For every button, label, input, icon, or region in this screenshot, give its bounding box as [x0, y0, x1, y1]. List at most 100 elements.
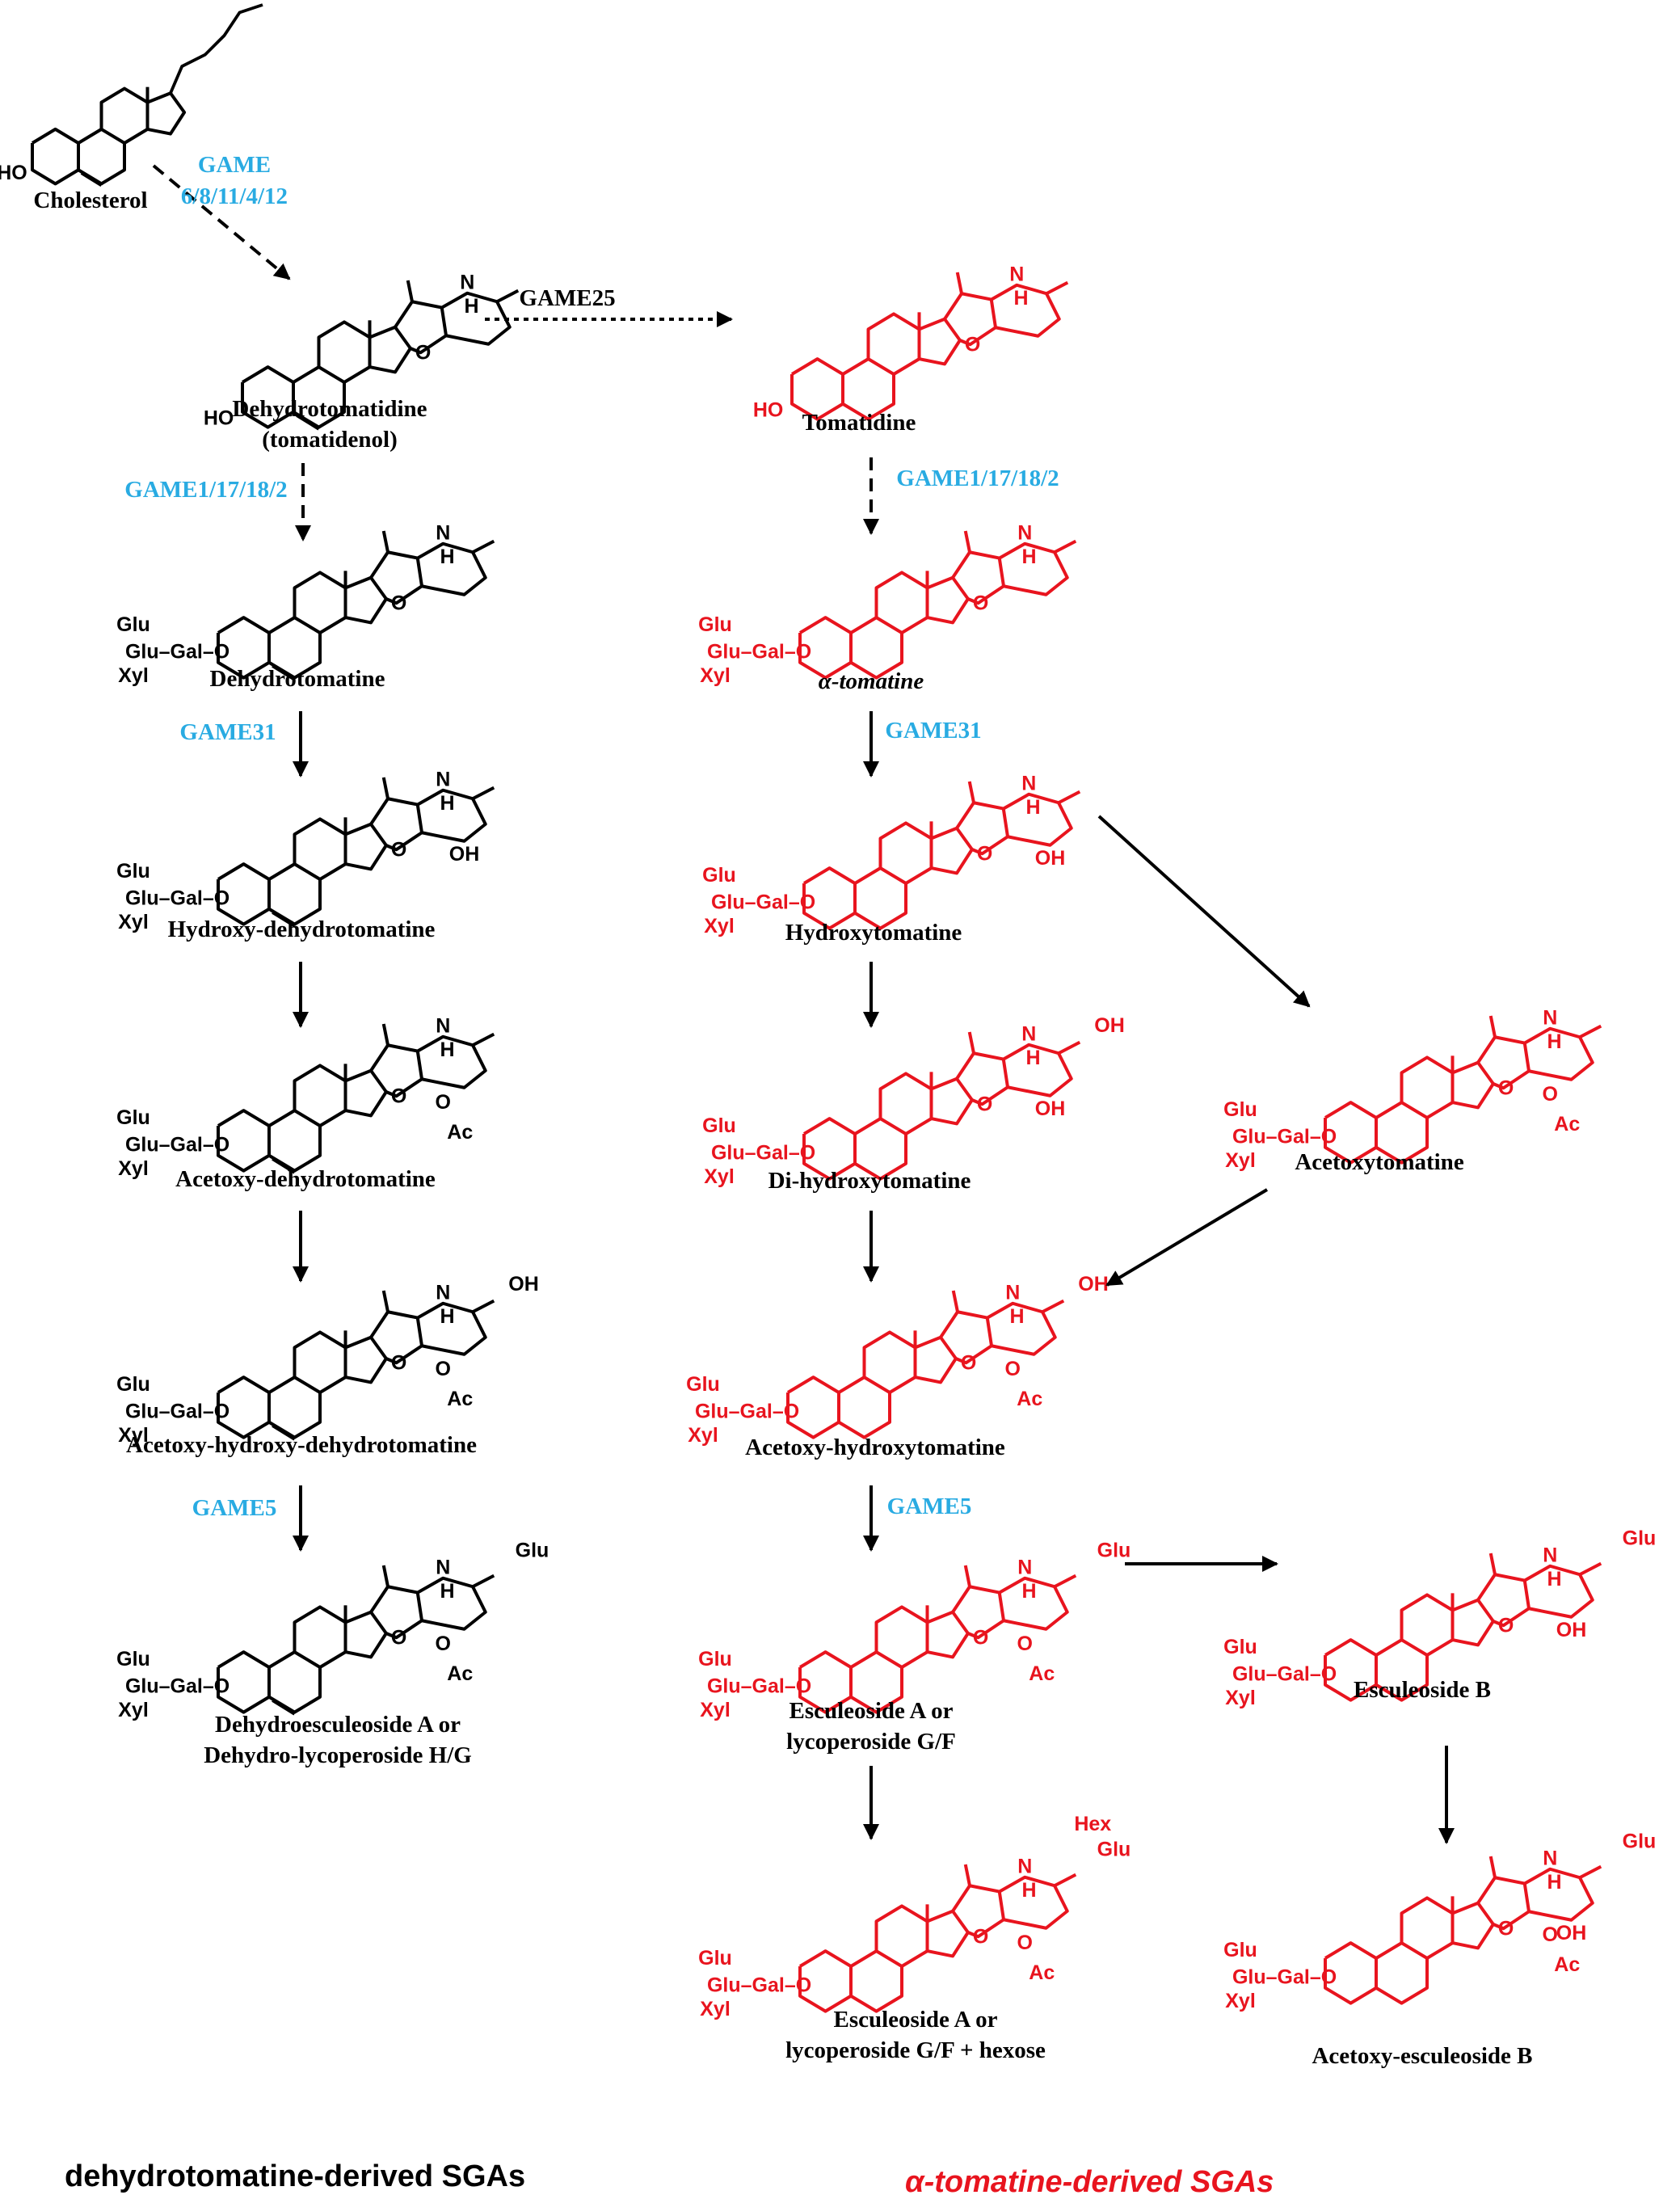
- compound-name-dehydroesculeoside-1: Dehydroesculeoside A or: [215, 1712, 461, 1738]
- molecule-acetoxy-esculeoside-b-n-label: N: [1543, 1847, 1557, 1870]
- molecule-dehydrotomatine: [217, 530, 495, 681]
- molecule-hydroxy-dehydrotomatine-sugar-xyl: Xyl: [118, 911, 149, 933]
- molecule-tomatidine-h-label: H: [1013, 287, 1028, 310]
- compound-name-acetoxy-esculeoside-b: Acetoxy-esculeoside B: [1312, 2043, 1532, 2069]
- compound-name-hydroxytomatine: Hydroxytomatine: [785, 920, 962, 946]
- molecule-acetoxy-esculeoside-b-oac-o-label: O: [1543, 1923, 1558, 1946]
- molecule-esculeoside-a-ac-label: Ac: [1029, 1662, 1055, 1685]
- molecule-alpha-tomatine-sugar-chain: Glu–Gal–O: [707, 641, 811, 664]
- molecule-acetoxy-hydroxy-dehydrotomatine-o-label: O: [391, 1352, 406, 1375]
- molecule-acetoxy-dehydrotomatine-o-label: O: [391, 1085, 406, 1108]
- molecule-esculeoside-a-sugar-glu: Glu: [698, 1648, 732, 1670]
- compound-name-dehydroesculeoside-2: Dehydro-lycoperoside H/G: [204, 1742, 472, 1768]
- enzyme-label-game-glyco-left: GAME1/17/18/2: [124, 477, 287, 503]
- molecule-dehydroesculeoside-oac-o-label: O: [436, 1633, 451, 1655]
- molecule-esculeoside-hex-h-label: H: [1021, 1879, 1036, 1902]
- molecule-acetoxy-esculeoside-b-o-label: O: [1498, 1918, 1514, 1940]
- molecule-acetoxy-esculeoside-b-sugar-xyl: Xyl: [1225, 1990, 1256, 2012]
- molecule-acetoxy-hydroxy-dehydrotomatine-sugar-xyl: Xyl: [118, 1424, 149, 1447]
- molecule-hydroxy-dehydrotomatine-sugar-glu: Glu: [116, 860, 150, 883]
- molecule-acetoxy-dehydrotomatine: [217, 1023, 495, 1174]
- molecule-dehydrotomatidine-o-label: O: [415, 342, 431, 364]
- molecule-dehydroesculeoside-glu-label: Glu: [516, 1540, 549, 1562]
- molecule-dehydrotomatidine-ho-label: HO: [204, 407, 234, 430]
- molecule-esculeoside-a-sugar-chain: Glu–Gal–O: [707, 1675, 811, 1698]
- molecule-hydroxy-dehydrotomatine-sugar-chain: Glu–Gal–O: [125, 887, 229, 910]
- molecule-acetoxy-hydroxytomatine-ac-label: Ac: [1017, 1388, 1042, 1410]
- molecule-esculeoside-hex-n-label: N: [1017, 1856, 1032, 1878]
- enzyme-label-game31-right: GAME31: [885, 718, 981, 744]
- molecule-hydroxy-dehydrotomatine-h-label: H: [440, 792, 454, 815]
- molecule-esculeoside-a-n-label: N: [1017, 1557, 1032, 1579]
- compound-name-acetoxytomatine: Acetoxytomatine: [1295, 1149, 1464, 1175]
- compound-name-esculeoside-a-1: Esculeoside A or: [789, 1698, 953, 1724]
- molecule-acetoxy-hydroxytomatine-sugar-glu: Glu: [686, 1373, 720, 1396]
- compound-name-esculeoside-a-2: lycoperoside G/F: [786, 1729, 956, 1755]
- compound-name-dehydrotomatine: Dehydrotomatine: [210, 666, 385, 692]
- molecule-dehydrotomatine-sugar-xyl: Xyl: [118, 664, 149, 687]
- molecule-acetoxy-hydroxytomatine-sugar-chain: Glu–Gal–O: [695, 1401, 799, 1423]
- molecule-esculeoside-a: [798, 1565, 1077, 1714]
- molecule-acetoxy-dehydrotomatine-oac-o-label: O: [436, 1091, 451, 1114]
- molecule-acetoxytomatine-sugar-xyl: Xyl: [1225, 1149, 1256, 1172]
- molecule-esculeoside-a-o-label: O: [973, 1627, 988, 1649]
- molecule-acetoxy-hydroxytomatine-h-label: H: [1009, 1305, 1024, 1328]
- molecule-hydroxy-dehydrotomatine: [217, 777, 495, 928]
- molecule-hydroxy-dehydrotomatine-o-label: O: [391, 839, 406, 862]
- molecule-acetoxytomatine-sugar-glu: Glu: [1223, 1098, 1257, 1121]
- enzyme-label-game-cholesterol-2: 6/8/11/4/12: [181, 183, 288, 209]
- molecule-acetoxy-hydroxytomatine-ch2oh-label: OH: [1078, 1273, 1109, 1296]
- molecule-dehydroesculeoside-sugar-xyl: Xyl: [118, 1699, 149, 1721]
- molecule-cholesterol: [30, 3, 263, 187]
- molecule-esculeoside-hex-sugar-glu: Glu: [698, 1947, 732, 1970]
- molecule-esculeoside-hex: [798, 1864, 1077, 2013]
- molecule-acetoxytomatine-oac-o-label: O: [1543, 1083, 1558, 1106]
- molecule-esculeoside-a-glu-label: Glu: [1097, 1540, 1131, 1562]
- molecule-acetoxy-esculeoside-b-glu-label: Glu: [1623, 1831, 1657, 1853]
- molecule-acetoxy-hydroxy-dehydrotomatine-oac-o-label: O: [436, 1358, 451, 1380]
- molecule-hydroxytomatine-sugar-chain: Glu–Gal–O: [711, 891, 815, 914]
- molecule-esculeoside-b-sugar-chain: Glu–Gal–O: [1232, 1663, 1337, 1686]
- molecule-acetoxy-hydroxy-dehydrotomatine-ac-label: Ac: [447, 1388, 473, 1410]
- molecule-acetoxy-hydroxy-dehydrotomatine: [217, 1290, 495, 1441]
- molecule-dehydrotomatine-h-label: H: [440, 546, 454, 568]
- compound-name-acetoxy-hydroxy-dehydrotomatine: Acetoxy-hydroxy-dehydrotomatine: [126, 1432, 477, 1458]
- molecule-dehydroesculeoside-h-label: H: [440, 1580, 454, 1603]
- molecule-esculeoside-b-o-label: O: [1498, 1615, 1514, 1637]
- molecule-acetoxy-esculeoside-b-ac-label: Ac: [1554, 1953, 1580, 1976]
- molecule-dehydrotomatine-sugar-chain: Glu–Gal–O: [125, 641, 229, 664]
- compound-name-esculeoside-hex-1: Esculeoside A or: [833, 2007, 997, 2033]
- molecule-dehydroesculeoside: [217, 1565, 495, 1716]
- molecule-di-hydroxytomatine-sugar-xyl: Xyl: [704, 1165, 735, 1188]
- molecule-acetoxy-esculeoside-b-sugar-chain: Glu–Gal–O: [1232, 1966, 1337, 1989]
- molecule-acetoxy-hydroxy-dehydrotomatine-ch2oh-label: OH: [508, 1273, 539, 1296]
- molecule-acetoxy-hydroxytomatine-sugar-xyl: Xyl: [688, 1424, 718, 1447]
- molecule-hydroxytomatine-sugar-glu: Glu: [702, 864, 736, 887]
- molecule-hydroxytomatine-sugar-xyl: Xyl: [704, 915, 735, 937]
- molecule-esculeoside-a-oac-o-label: O: [1017, 1633, 1033, 1655]
- molecule-dehydrotomatine-n-label: N: [436, 522, 450, 545]
- molecule-tomatidine-n-label: N: [1009, 263, 1024, 286]
- molecule-dehydroesculeoside-sugar-chain: Glu–Gal–O: [125, 1675, 229, 1698]
- molecule-di-hydroxytomatine: [802, 1031, 1081, 1181]
- molecule-esculeoside-a-h-label: H: [1021, 1580, 1036, 1603]
- molecule-acetoxy-dehydrotomatine-h-label: H: [440, 1039, 454, 1061]
- molecule-alpha-tomatine-n-label: N: [1017, 522, 1032, 545]
- enzyme-label-game25: GAME25: [519, 285, 615, 311]
- molecule-tomatidine-ho-label: HO: [753, 399, 784, 422]
- molecule-acetoxytomatine-n-label: N: [1543, 1007, 1557, 1030]
- molecule-esculeoside-b-glu-label: Glu: [1623, 1527, 1657, 1550]
- molecule-di-hydroxytomatine-sugar-glu: Glu: [702, 1114, 736, 1137]
- molecule-hydroxytomatine-o-label: O: [977, 843, 992, 866]
- molecule-cholesterol-ho-label: HO: [0, 162, 27, 184]
